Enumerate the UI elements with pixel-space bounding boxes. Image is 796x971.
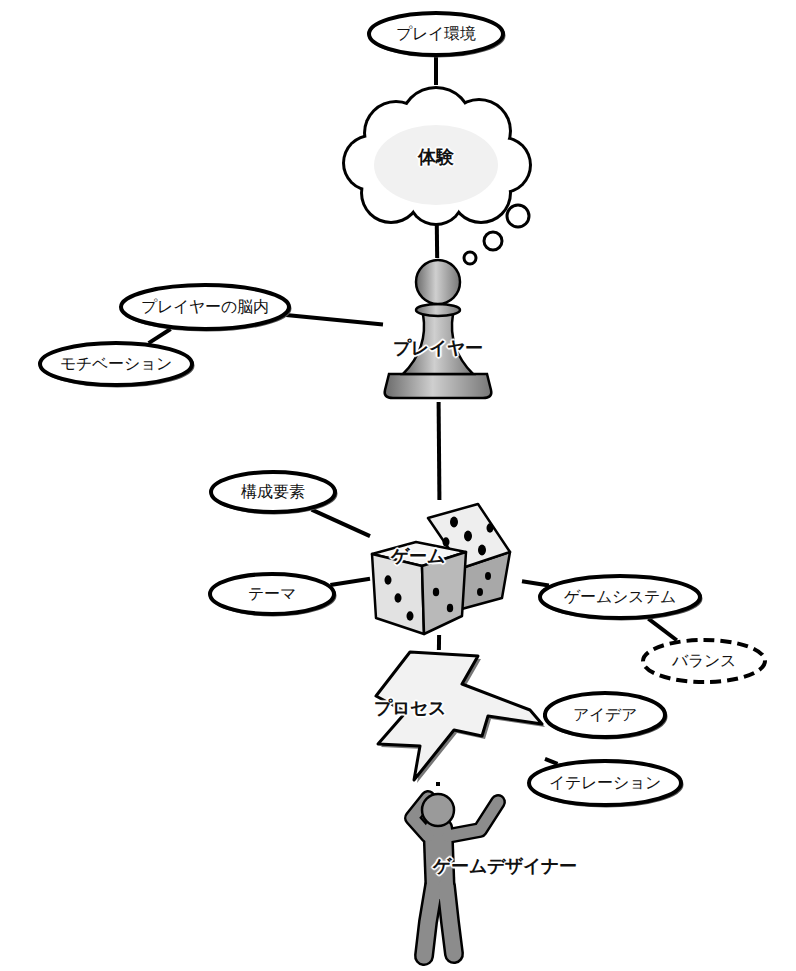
connector-line <box>286 315 383 325</box>
connector-line <box>522 581 549 585</box>
dashed-oval-node: バランス <box>640 637 768 685</box>
oval-outline <box>121 285 289 329</box>
text-holder: 構成要素 <box>241 482 305 502</box>
oval-node: テーマ <box>207 571 337 617</box>
text-holder: アイデア <box>573 705 637 725</box>
node-label: プレイ環境 <box>396 24 476 44</box>
connector-line <box>648 619 676 641</box>
figure-outline <box>424 886 434 956</box>
dice-node: ゲーム <box>370 500 522 635</box>
connector-line <box>149 329 171 343</box>
oval-node: イテレーション <box>526 758 684 808</box>
oval-outline <box>211 472 335 512</box>
die-pip <box>450 517 458 528</box>
thought-bubble <box>464 252 476 264</box>
cloud-node: 体験 <box>341 85 531 225</box>
connector-line <box>312 510 370 537</box>
text-holder: ゲームデザイナー <box>433 855 577 877</box>
text-holder: バランス <box>672 651 736 671</box>
text-holder: プレイヤー <box>393 337 483 359</box>
text-holder: プレイヤーの脳内 <box>141 297 269 317</box>
oval-node: 構成要素 <box>208 469 338 515</box>
node-label: バランス <box>672 651 736 671</box>
text-holder: 体験 <box>418 146 454 168</box>
designer-node: ゲームデザイナー <box>390 786 590 966</box>
die-pip <box>407 611 414 620</box>
figure-body <box>446 886 454 954</box>
node-shape <box>383 258 493 402</box>
die-pip <box>395 593 402 602</box>
figure-outline <box>448 802 498 836</box>
thought-bubble <box>507 205 529 227</box>
connector-line <box>436 782 440 786</box>
oval-node: プレイ環境 <box>366 10 506 58</box>
text-holder: イテレーション <box>549 773 661 793</box>
oval-node: アイデア <box>542 690 668 740</box>
node-label: 構成要素 <box>241 482 305 502</box>
connector-line <box>435 225 439 258</box>
die-pip <box>478 545 486 556</box>
node-label: アイデア <box>573 705 637 725</box>
thought-bubble <box>484 232 502 250</box>
oval-node: モチベーション <box>37 340 195 388</box>
figure-body <box>448 802 498 836</box>
lightning-node: プロセス <box>370 650 545 782</box>
figure-label: 体験 <box>418 146 454 168</box>
figure-label: ゲームデザイナー <box>433 855 577 877</box>
pawn-base <box>385 374 492 398</box>
figure-label: ゲーム <box>391 545 445 567</box>
node-label: テーマ <box>248 584 296 604</box>
die-pip <box>464 531 472 542</box>
die-pip <box>433 588 439 597</box>
oval-outline <box>545 693 665 737</box>
oval-outline <box>369 13 503 55</box>
node-label: ゲームシステム <box>564 587 676 607</box>
text-holder: モチベーション <box>60 354 172 374</box>
connector-line <box>330 579 370 585</box>
node-label: プレイヤーの脳内 <box>141 297 269 317</box>
node-shape <box>370 500 522 635</box>
cloud-shade <box>374 125 498 205</box>
figure-outline <box>446 886 454 954</box>
text-holder: テーマ <box>248 584 296 604</box>
die-pip <box>487 523 494 532</box>
figure-label: プロセス <box>374 697 446 719</box>
oval-node: ゲームシステム <box>537 573 703 621</box>
connector-line <box>434 57 438 85</box>
oval-outline <box>210 574 334 614</box>
die-pip <box>485 572 491 580</box>
die-pip <box>477 588 483 596</box>
oval-outline <box>643 640 765 682</box>
text-holder: ゲーム <box>391 545 445 567</box>
connector-line <box>437 635 441 650</box>
text-holder: プロセス <box>374 697 446 719</box>
figure-body <box>424 886 434 956</box>
oval-outline <box>540 576 700 618</box>
node-label: イテレーション <box>549 773 661 793</box>
pawn-head <box>416 260 460 304</box>
oval-outline <box>40 343 192 385</box>
oval-outline <box>529 761 681 805</box>
pawn-node: プレイヤー <box>383 258 493 402</box>
die-pip <box>447 604 453 613</box>
connector-line <box>545 759 558 764</box>
figure-label: プレイヤー <box>393 337 483 359</box>
connector-line <box>437 402 442 500</box>
text-holder: プレイ環境 <box>396 24 476 44</box>
text-holder: ゲームシステム <box>564 587 676 607</box>
node-label: モチベーション <box>60 354 172 374</box>
pawn-collar <box>416 304 460 316</box>
die-pip <box>385 575 392 584</box>
figure-head <box>422 794 454 826</box>
oval-node: プレイヤーの脳内 <box>118 282 292 332</box>
